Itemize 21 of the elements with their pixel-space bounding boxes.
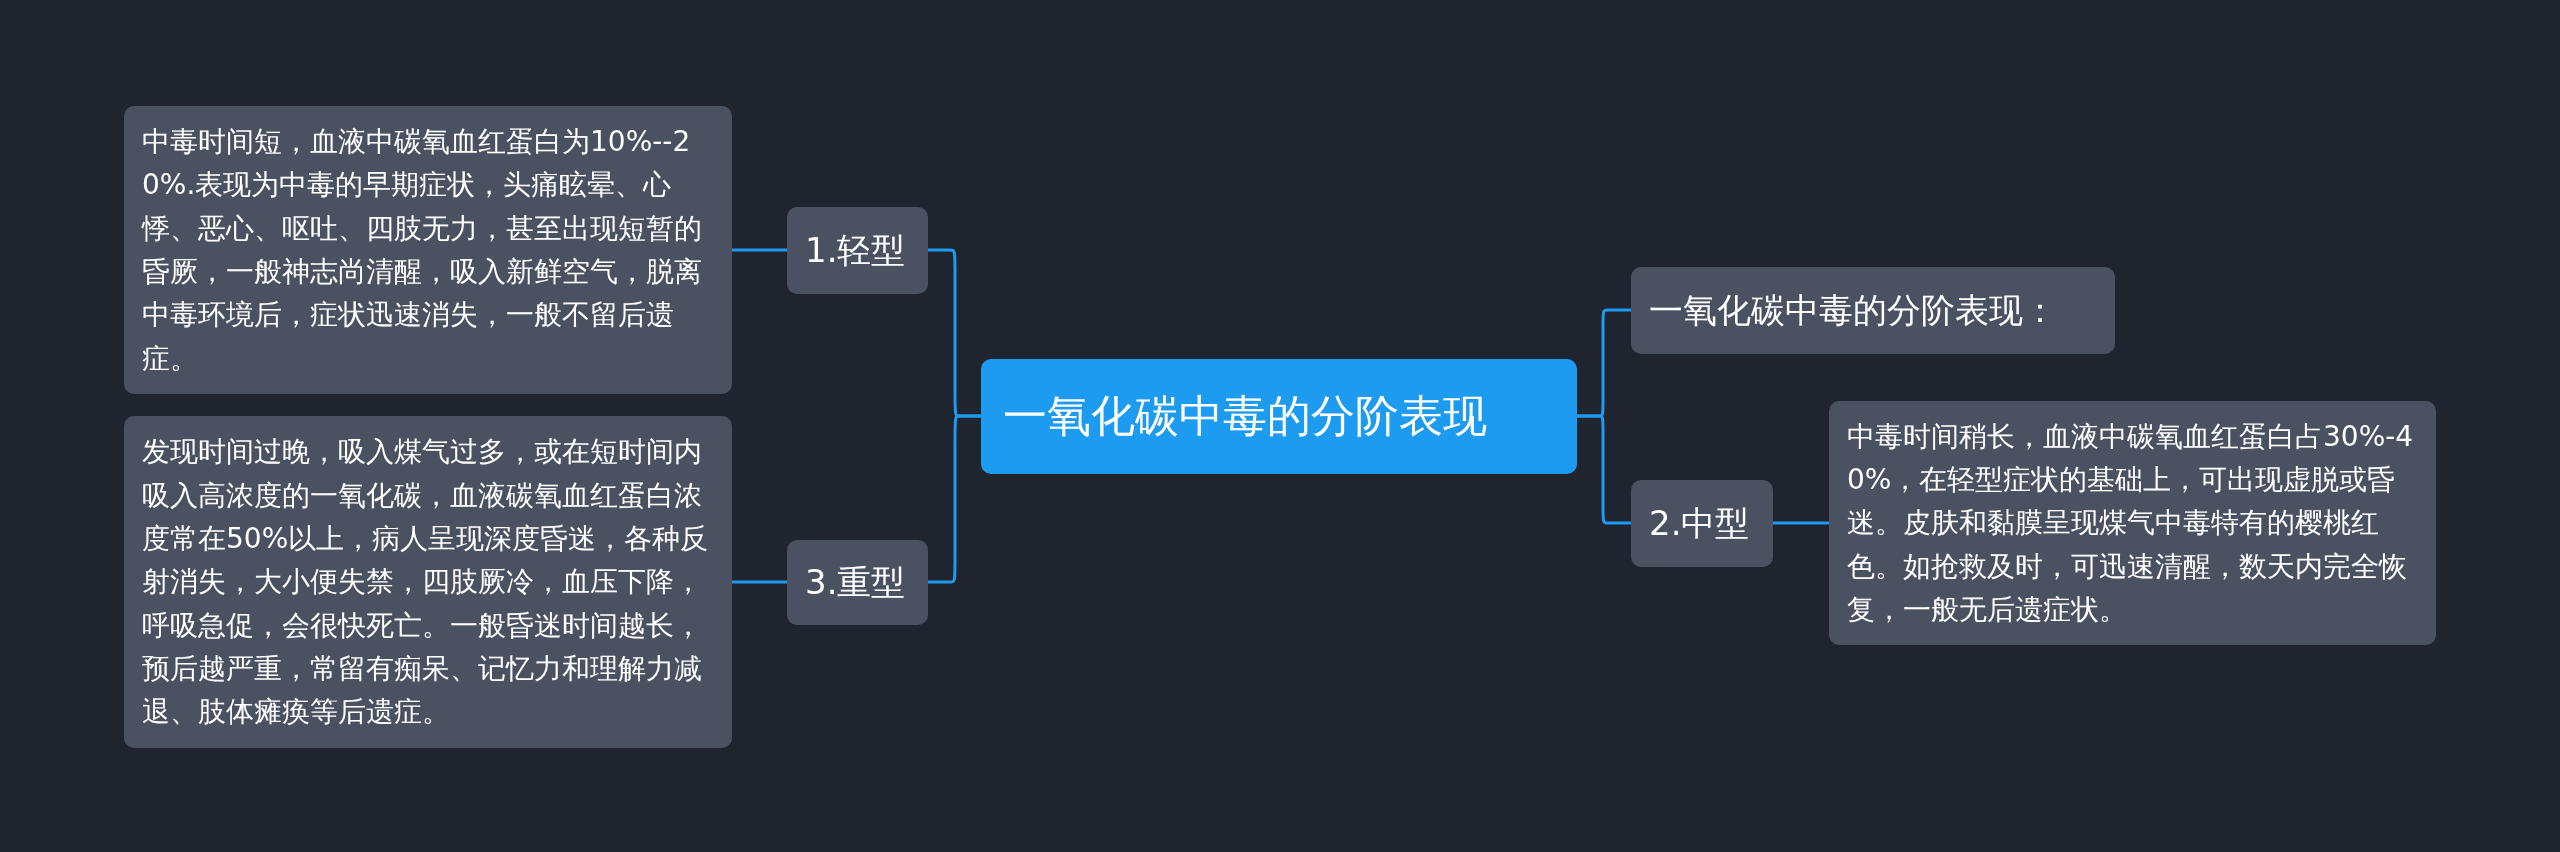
branch-topic-box [787, 539, 928, 625]
detail-note-box [124, 416, 732, 748]
detail-note-text: 发现时间过晚，吸入煤气过多，或在短时间内吸入高浓度的一氧化碳，血液碳氧血红蛋白浓度常在50%以上，病人呈现深度昏迷，各种反射消失，大小便失禁，四肢厥冷，血压下降，呼吸急促，会很快死亡。一般昏迷时间越长，预后越严重，常留有痴呆、记忆力和理解力减退、肢体瘫痪等后遗症。 [142, 434, 710, 731]
connector-line [928, 414, 981, 584]
branch-topic-box [1631, 479, 1773, 567]
connector-line [732, 248, 787, 252]
connector-line [1773, 521, 1829, 525]
detail-note-box [1829, 400, 2436, 646]
root-topic-box [981, 358, 1577, 474]
branch-topic-text: 3.重型 [805, 561, 906, 603]
root-topic-text: 一氧化碳中毒的分阶表现 [1003, 389, 1487, 443]
detail-note-box [124, 105, 732, 395]
branch-topic-text: 一氧化碳中毒的分阶表现： [1649, 289, 2057, 331]
connector-line [1577, 414, 1631, 525]
branch-topic-text: 2.中型 [1649, 502, 1750, 544]
connector-line [732, 580, 787, 584]
branch-topic-text: 1.轻型 [805, 229, 906, 271]
detail-note-text: 中毒时间短，血液中碳氧血红蛋白为10%--20%.表现为中毒的早期症状，头痛眩晕、心悸、恶心、呕吐、四肢无力，甚至出现短暂的昏厥，一般神志尚清醒，吸入新鲜空气，脱离中毒环境后，症状迅速消失，一般不留后遗症。 [142, 123, 703, 377]
detail-note-text: 中毒时间稍长，血液中碳氧血红蛋白占30%-40%，在轻型症状的基础上，可出现虚脱或昏迷。皮肤和黏膜呈现煤气中毒特有的樱桃红色。如抢救及时，可迅速清醒，数天内完全恢复，一般无后遗症状。 [1847, 418, 2415, 629]
branch-topic-box [1631, 266, 2115, 354]
branch-topic-box [787, 206, 928, 294]
